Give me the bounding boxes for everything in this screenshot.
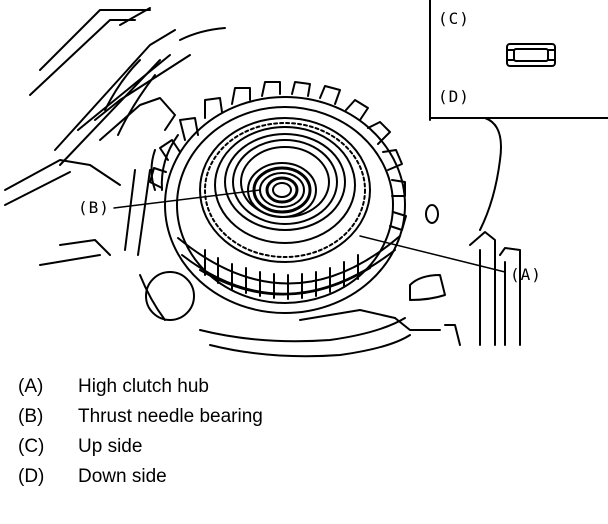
legend-key: (B) [18,406,44,427]
legend-key: (D) [18,466,45,487]
callout-c: (C) [438,9,470,28]
leader-line-a [359,235,506,273]
callout-d: (D) [438,87,470,106]
legend-list: (A) High clutch hub (B) Thrust needle be… [18,376,578,496]
orientation-inset [429,0,608,119]
leader-lines [113,189,506,273]
clutch-drum [149,81,407,314]
transmission-illustration: (B) (A) (C) (D) [4,0,608,358]
callout-b: (B) [78,198,110,217]
bearing-profile-icon [506,43,556,67]
leader-line-b [113,189,261,209]
legend-item: (B) Thrust needle bearing [18,406,578,436]
legend-description: Thrust needle bearing [78,406,263,427]
legend-key: (A) [18,376,44,397]
legend-item: (D) Down side [18,466,578,496]
high-clutch-hub [199,117,371,263]
legend-item: (C) Up side [18,436,578,466]
legend-key: (C) [18,436,45,457]
legend-description: High clutch hub [78,376,209,397]
clutch-assembly-drawing [4,0,608,358]
callout-a: (A) [510,265,542,284]
legend-item: (A) High clutch hub [18,376,578,406]
legend-description: Up side [78,436,143,457]
legend-description: Down side [78,466,167,487]
